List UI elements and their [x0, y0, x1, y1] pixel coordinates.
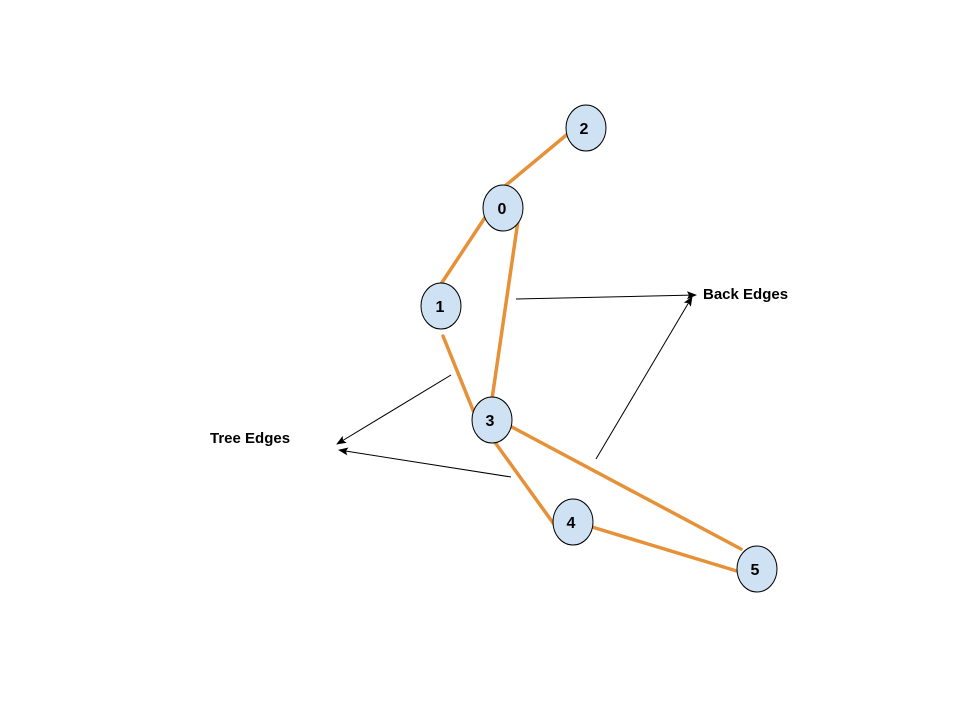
node-0-label: 0	[498, 201, 507, 218]
edge-0-2	[503, 130, 572, 188]
back-edges-label: Back Edges	[703, 286, 788, 303]
tree-edges-label: Tree Edges	[210, 430, 290, 447]
edge-4-5	[590, 525, 742, 574]
nodes: 2 0 1 3 4 5	[420, 104, 778, 593]
node-5-circle	[736, 545, 778, 593]
edge-0-3	[490, 212, 521, 401]
node-1-label: 1	[436, 299, 445, 316]
edge-1-3	[441, 334, 479, 422]
node-2-circle	[565, 104, 607, 152]
node-3: 3	[471, 396, 513, 444]
tree-edges-arrow-upper	[336, 374, 452, 445]
edge-0-1	[439, 214, 488, 286]
node-4-circle	[552, 498, 594, 546]
annotation-arrows	[336, 291, 697, 478]
edge-3-5	[508, 424, 743, 551]
node-2: 2	[565, 104, 607, 152]
node-3-label: 3	[486, 413, 495, 430]
node-5: 5	[736, 545, 778, 593]
node-0: 0	[482, 184, 524, 232]
back-edges-arrow-upper	[515, 291, 697, 300]
back-edges-arrow-lower	[595, 296, 693, 460]
tree-edges-arrow-lower	[338, 447, 512, 478]
node-4-label: 4	[567, 515, 576, 532]
node-2-label: 2	[580, 121, 589, 138]
node-5-label: 5	[751, 562, 760, 579]
node-1-circle	[420, 282, 462, 330]
edges	[439, 130, 743, 574]
node-4: 4	[552, 498, 594, 546]
node-0-circle	[482, 184, 524, 232]
node-1: 1	[420, 282, 462, 330]
node-3-circle	[471, 396, 513, 444]
edge-3-4	[492, 439, 558, 529]
